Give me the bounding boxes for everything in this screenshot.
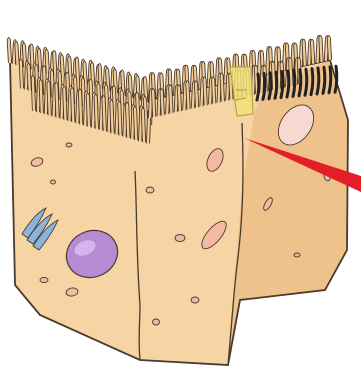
microvillus (47, 81, 51, 115)
vesicle (175, 235, 185, 242)
microvillus (118, 101, 122, 135)
cut-microvillus (257, 74, 259, 100)
cut-microvillus (299, 70, 301, 96)
microvillus (327, 36, 331, 60)
cut-microvillus (275, 72, 277, 98)
cut-microvillus (293, 70, 295, 96)
cut-microvillus (281, 72, 283, 98)
cut-microvillus (323, 67, 325, 93)
cut-microvillus (329, 67, 331, 93)
microvillus (141, 108, 145, 142)
vesicle (153, 319, 160, 325)
microvillus (63, 86, 67, 119)
cut-microvillus (311, 69, 313, 95)
microvillus (310, 39, 314, 63)
cut-microvillus (335, 66, 337, 92)
vesicle (191, 297, 199, 303)
microvillus (186, 81, 190, 109)
microvillus (203, 77, 207, 105)
microvillus (78, 89, 82, 124)
microvillus (94, 94, 98, 128)
microvillus (102, 96, 106, 131)
microvillus (55, 82, 59, 117)
cut-microvillus (269, 73, 271, 99)
vesicle (294, 253, 300, 257)
microvillus (194, 81, 198, 107)
vesicle (146, 187, 154, 193)
cut-microvillus (287, 71, 289, 97)
microvillus (15, 42, 19, 65)
microvillus (39, 80, 43, 113)
cut-microvillus (305, 69, 307, 95)
microvillus (7, 38, 11, 63)
microvillus (126, 102, 130, 137)
microvillus (302, 39, 306, 65)
cut-microvillus (263, 73, 265, 99)
vesicle (66, 143, 72, 147)
microvillus (31, 75, 35, 110)
microvillus (133, 107, 137, 140)
microvillus (319, 35, 323, 61)
microvillus (86, 93, 90, 126)
cut-microvillus (317, 68, 319, 94)
microvillus (110, 100, 114, 133)
vesicle (40, 278, 48, 283)
microvillus (71, 88, 75, 122)
vesicle (51, 180, 56, 184)
